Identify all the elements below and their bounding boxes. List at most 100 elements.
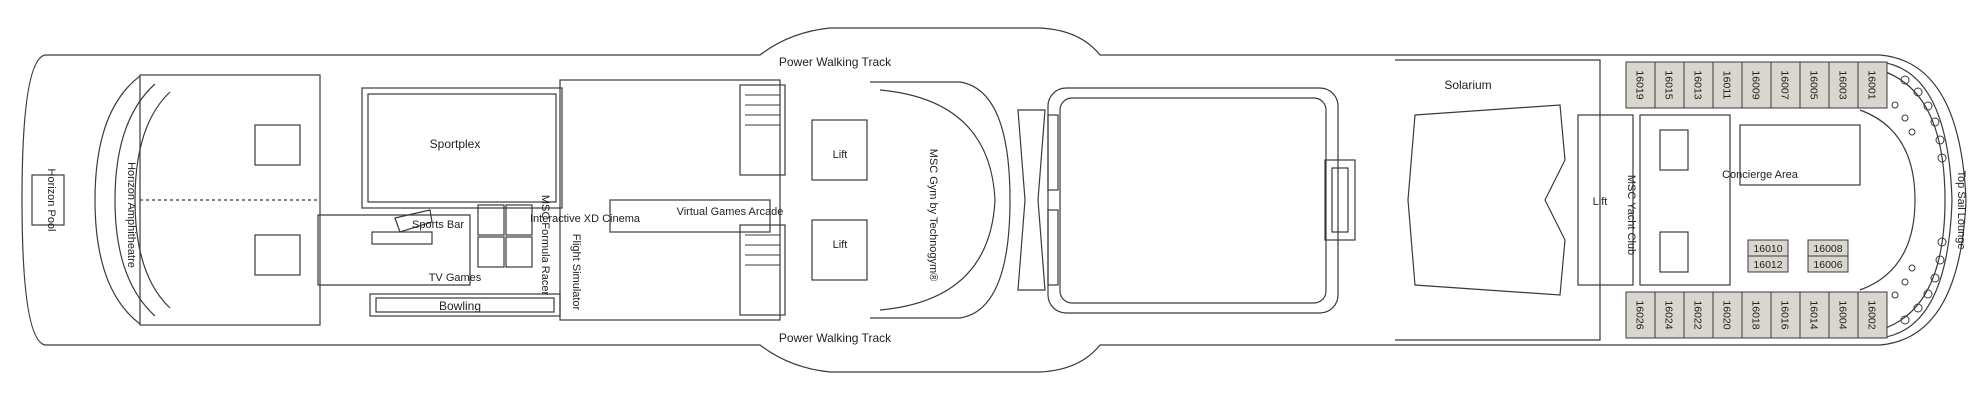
- cabin-16022: [1683, 291, 1714, 339]
- stage-block-bottom: [254, 234, 301, 276]
- mid-stair-strip-top: [1047, 114, 1059, 191]
- lift-block-bottom: [811, 219, 868, 281]
- mid-stair-strip-bottom: [1047, 209, 1059, 286]
- cabin-number-16014: 16014: [1808, 300, 1820, 329]
- sports-bar-seating: [371, 231, 433, 245]
- flight-simulator-label: Flight Simulator: [570, 234, 582, 311]
- cabin-16016: [1770, 291, 1801, 339]
- formula-racer-box-1: [477, 204, 505, 236]
- power-walking-track-bottom-label: Power Walking Track: [779, 331, 892, 345]
- connector-inner: [1331, 167, 1349, 233]
- sports-bar-area: [317, 214, 471, 286]
- horizon-pool: [31, 174, 65, 226]
- cabin-number-16005: 16005: [1808, 70, 1820, 99]
- cabin-number-16001: 16001: [1866, 70, 1878, 99]
- cabin-16024: [1654, 291, 1685, 339]
- amphitheatre-arc-inner: [114, 83, 156, 317]
- sports-bar-label: Sports Bar: [412, 219, 464, 231]
- lift-label-3: Lift: [1593, 196, 1608, 208]
- msc-yacht-club-label: MSC Yacht Club: [1625, 175, 1637, 255]
- cabin-number-16006: 16006: [1813, 259, 1842, 271]
- sportplex-area: [361, 87, 563, 209]
- cabin-16007: [1770, 61, 1801, 109]
- yacht-stairs-bottom: [1659, 231, 1689, 273]
- power-walking-track-top-label: Power Walking Track: [779, 55, 892, 69]
- lounge-arc-outer: [1879, 69, 1946, 331]
- hull-outline: [21, 27, 1967, 373]
- cabin-number-16011: 16011: [1721, 71, 1733, 100]
- lift-label-1: Lift: [833, 149, 848, 161]
- central-pool-deck: [1047, 87, 1339, 314]
- tv-games-label: TV Games: [429, 272, 482, 284]
- formula-racer-box-2: [505, 204, 533, 236]
- concierge-desk: [1739, 124, 1861, 186]
- gym-inner-curve: [879, 89, 996, 311]
- cabin-number-16008: 16008: [1813, 243, 1842, 255]
- central-block: [559, 79, 781, 321]
- cabin-number-16012: 16012: [1753, 259, 1782, 271]
- cabin-16013: [1683, 61, 1714, 109]
- cabin-number-16009: 16009: [1750, 70, 1762, 99]
- virtual-arcade-area: [609, 199, 771, 233]
- cabin-number-16019: 16019: [1634, 70, 1646, 99]
- cabin-number-16022: 16022: [1692, 300, 1704, 329]
- formula-racer-box-4: [505, 236, 533, 268]
- cabin-number-16013: 16013: [1692, 70, 1704, 99]
- cabin-16004: [1828, 291, 1859, 339]
- amphitheatre-arc-outer: [94, 75, 141, 325]
- cabin-16003: [1828, 61, 1859, 109]
- lift-block-top: [811, 119, 868, 181]
- solarium-frame: [1395, 59, 1601, 341]
- cabin-number-16002: 16002: [1866, 300, 1878, 329]
- cabin-16006: [1807, 255, 1849, 273]
- cabin-number-16004: 16004: [1837, 300, 1849, 329]
- cabin-number-16024: 16024: [1663, 300, 1675, 329]
- msc-formula-racer-label: MSC Formula Racer: [539, 195, 551, 296]
- cabin-16018: [1741, 291, 1772, 339]
- cabin-number-16018: 16018: [1750, 300, 1762, 329]
- gym-outline: [870, 81, 1011, 319]
- bow-deck-edge: [1879, 61, 1953, 339]
- sportplex-inner: [367, 93, 557, 203]
- stairs-block-top: [739, 84, 786, 176]
- stage-block-top: [254, 124, 301, 166]
- yacht-club-block: [1577, 114, 1634, 286]
- cabin-16012: [1747, 255, 1789, 273]
- bowling-label: Bowling: [439, 299, 481, 313]
- yacht-stairs-top: [1659, 129, 1689, 171]
- cabin-16026: [1625, 291, 1656, 339]
- cabin-number-16020: 16020: [1721, 300, 1733, 329]
- horizon-amphitheatre-label: Horizon Amphitheatre: [125, 162, 137, 268]
- cabin-16020: [1712, 291, 1743, 339]
- stair-hatching: [745, 94, 780, 266]
- concierge-area-label: Concierge Area: [1722, 169, 1799, 181]
- cabin-16001: [1857, 61, 1888, 109]
- sportplex-label: Sportplex: [430, 137, 481, 151]
- amphitheatre-arc-inner2: [134, 91, 171, 309]
- cabin-16009: [1741, 61, 1772, 109]
- bowling-lane-frame: [375, 297, 555, 313]
- cabin-number-16003: 16003: [1837, 70, 1849, 99]
- lounge-arc-inner: [1859, 109, 1916, 291]
- msc-gym-label: MSC Gym by Technogym®: [927, 149, 939, 282]
- cabin-16015: [1654, 61, 1685, 109]
- solarium-label: Solarium: [1444, 78, 1491, 92]
- interactive-xd-cinema-label: Interactive XD Cinema: [530, 213, 641, 225]
- cabin-number-16007: 16007: [1779, 70, 1791, 99]
- solarium-outline: [1407, 104, 1566, 296]
- sports-bar-counter: [394, 209, 433, 233]
- stairs-block-bottom: [739, 224, 786, 316]
- connector-block: [1324, 159, 1356, 241]
- cabin-number-16016: 16016: [1779, 300, 1791, 329]
- formula-racer-box-3: [477, 236, 505, 268]
- cabin-16002: [1857, 291, 1888, 339]
- central-pool: [1059, 97, 1327, 304]
- virtual-games-arcade-label: Virtual Games Arcade: [677, 206, 784, 218]
- yacht-club-inner: [1639, 114, 1731, 286]
- top-sail-lounge-label: Top Sail Lounge: [1955, 171, 1967, 250]
- mid-hourglass: [1017, 109, 1046, 291]
